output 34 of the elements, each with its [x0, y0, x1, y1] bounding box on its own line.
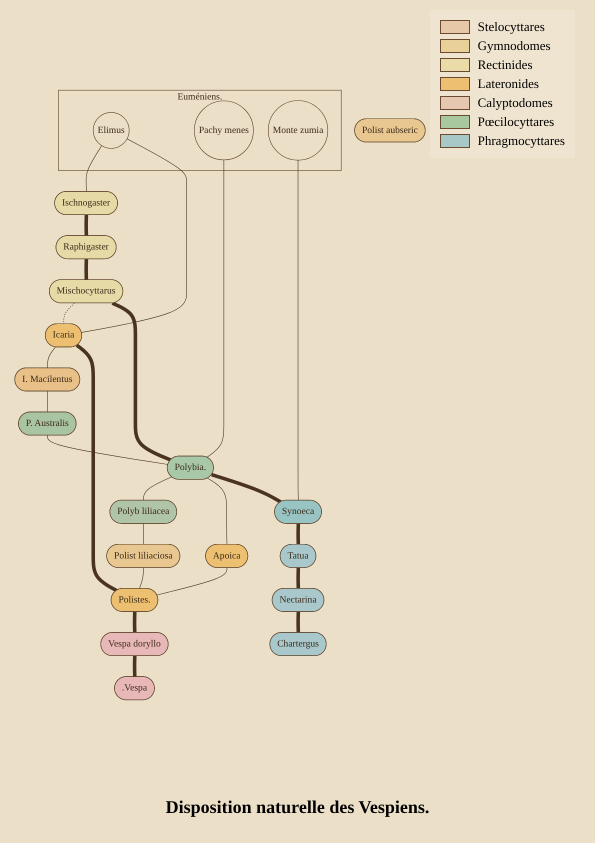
- legend-label: Lateronides: [478, 76, 539, 92]
- connector: [143, 523, 144, 545]
- connector: [47, 435, 168, 465]
- connector: [84, 258, 88, 280]
- legend-label: Pœcilocyttares: [478, 114, 554, 130]
- caption: Disposition naturelle des Vespiens.: [164, 797, 430, 818]
- connector: [132, 612, 137, 633]
- connector: [298, 160, 299, 501]
- connector: [84, 214, 88, 236]
- connector: [112, 302, 172, 462]
- node-circle: Pachy menes: [194, 100, 254, 160]
- legend-label: Calyptodomes: [478, 95, 553, 111]
- connector: [76, 344, 118, 592]
- connector: [86, 145, 102, 192]
- node-circle: Elimus: [92, 112, 130, 149]
- legend-label: Phragmocyttares: [478, 133, 565, 149]
- connector: [47, 391, 48, 413]
- connector: [296, 612, 300, 633]
- node-circle: Monte zumia: [268, 100, 328, 160]
- connector: [211, 472, 282, 504]
- connector: [156, 568, 228, 596]
- legend-label: Rectinides: [478, 57, 533, 73]
- connector: [296, 524, 300, 545]
- connector: [207, 478, 228, 545]
- connector: [63, 302, 75, 324]
- connector: [47, 346, 56, 368]
- connector: [132, 656, 137, 677]
- legend-label: Stelocyttares: [478, 19, 545, 35]
- connector: [139, 568, 144, 589]
- connector: [296, 568, 300, 589]
- connector: [143, 476, 172, 501]
- legend-label: Gymnodomes: [478, 38, 551, 54]
- connector: [206, 160, 224, 458]
- connector: [81, 138, 188, 333]
